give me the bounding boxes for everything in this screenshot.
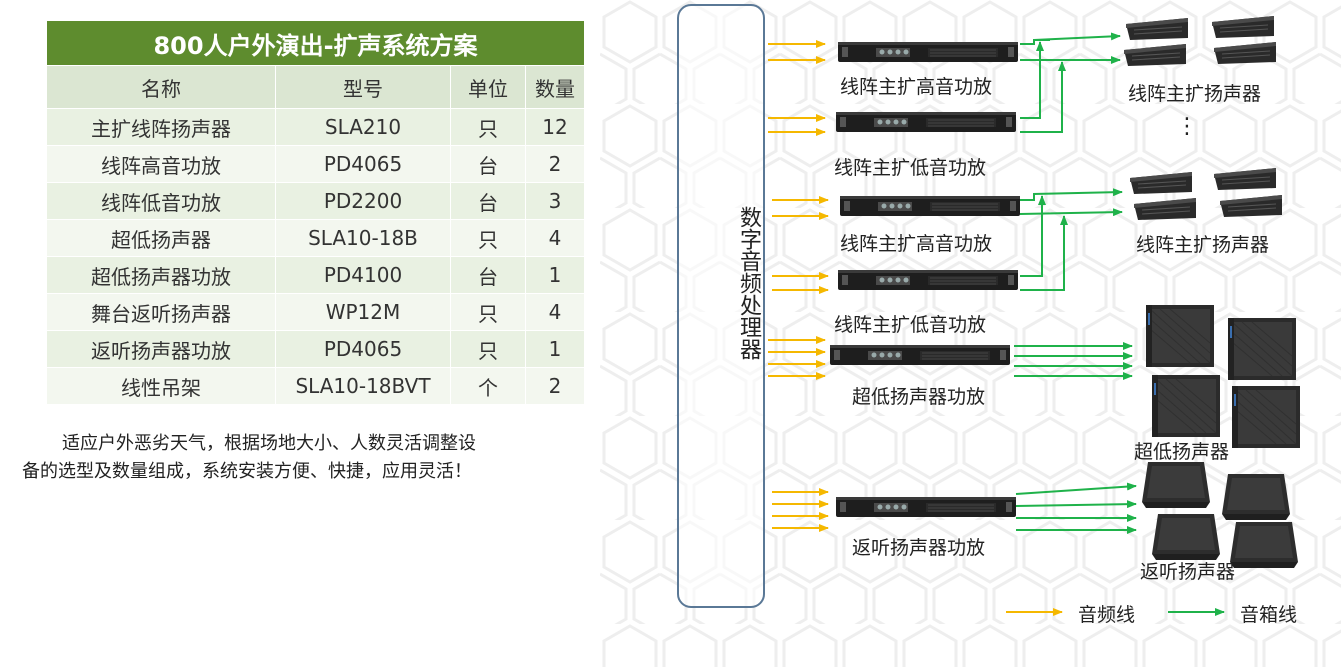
- table-title: 800人户外演出-扩声系统方案: [46, 20, 585, 66]
- cell-name: 线阵高音功放: [46, 145, 276, 183]
- cell-quantity: 1: [525, 330, 585, 368]
- description-line-1: 适应户外恶劣天气，根据场地大小、人数灵活调整设: [62, 433, 476, 454]
- subwoofer-speaker: [1231, 385, 1301, 449]
- cell-model: WP12M: [275, 293, 451, 331]
- cell-quantity: 1: [525, 256, 585, 294]
- amplifier-low-2: [837, 269, 1019, 291]
- ellipsis-more: ⋮: [1176, 114, 1198, 139]
- line-array-speaker: [1213, 41, 1277, 65]
- line-array-speaker: [1123, 43, 1187, 67]
- cell-model: SLA10-18BVT: [275, 367, 451, 405]
- dsp-label: 数字音频处理器: [736, 206, 761, 360]
- cell-quantity: 4: [525, 293, 585, 331]
- cell-quantity: 12: [525, 108, 585, 146]
- line-array-speaker: [1125, 17, 1189, 41]
- amplifier-sub: [829, 344, 1011, 366]
- label-amp-low-1: 线阵主扩低音功放: [834, 157, 987, 179]
- amplifier-monitor: [835, 496, 1017, 518]
- label-amp-sub: 超低扬声器功放: [852, 386, 986, 408]
- cell-model: PD4065: [275, 330, 451, 368]
- line-array-speaker: [1219, 194, 1283, 218]
- subwoofer-speaker: [1227, 317, 1297, 381]
- monitor-speaker: [1230, 522, 1298, 568]
- label-speaker-sub: 超低扬声器: [1134, 441, 1230, 463]
- label-speaker-monitor: 返听扬声器: [1140, 561, 1236, 583]
- subwoofer-speaker: [1151, 374, 1221, 438]
- cell-unit: 只: [450, 293, 526, 331]
- monitor-speaker: [1222, 474, 1290, 520]
- amplifier-low-1: [835, 111, 1017, 133]
- header-name: 名称: [46, 65, 276, 109]
- cell-model: SLA10-18B: [275, 219, 451, 257]
- cell-model: PD2200: [275, 182, 451, 220]
- amplifier-high-1: [837, 41, 1019, 63]
- subwoofer-speaker: [1145, 304, 1215, 368]
- cell-unit: 个: [450, 367, 526, 405]
- cell-unit: 台: [450, 256, 526, 294]
- cell-quantity: 3: [525, 182, 585, 220]
- header-quantity: 数量: [525, 65, 585, 109]
- monitor-speaker: [1152, 514, 1220, 560]
- line-array-speaker: [1133, 197, 1197, 221]
- cell-name: 主扩线阵扬声器: [46, 108, 276, 146]
- line-array-speaker: [1213, 167, 1277, 191]
- audio-lines: [768, 40, 829, 532]
- cell-unit: 只: [450, 108, 526, 146]
- header-model: 型号: [275, 65, 451, 109]
- amplifier-high-2: [839, 195, 1021, 217]
- line-array-speaker: [1211, 15, 1275, 39]
- line-array-speaker: [1129, 171, 1193, 195]
- cell-quantity: 2: [525, 367, 585, 405]
- label-amp-high-2: 线阵主扩高音功放: [840, 233, 993, 255]
- cell-name: 线性吊架: [46, 367, 276, 405]
- cell-quantity: 2: [525, 145, 585, 183]
- digital-audio-processor: 数字音频处理器: [677, 4, 765, 608]
- description-text: 适应户外恶劣天气，根据场地大小、人数灵活调整设 备的选型及数量组成，系统安装方便…: [22, 430, 592, 486]
- label-speaker-array-2: 线阵主扩扬声器: [1136, 234, 1270, 256]
- description-line-2: 备的选型及数量组成，系统安装方便、快捷，应用灵活！: [22, 461, 472, 482]
- cell-name: 超低扬声器功放: [46, 256, 276, 294]
- cell-name: 超低扬声器: [46, 219, 276, 257]
- cell-unit: 台: [450, 182, 526, 220]
- cell-unit: 只: [450, 219, 526, 257]
- legend-speaker-label: 音箱线: [1240, 604, 1298, 626]
- table-header-row: 名称 型号 单位 数量: [46, 65, 585, 109]
- label-speaker-array-1: 线阵主扩扬声器: [1128, 83, 1262, 105]
- label-amp-low-2: 线阵主扩低音功放: [834, 314, 987, 336]
- cell-name: 线阵低音功放: [46, 182, 276, 220]
- cell-model: SLA210: [275, 108, 451, 146]
- legend-audio-label: 音频线: [1078, 604, 1136, 626]
- label-amp-monitor: 返听扬声器功放: [852, 537, 986, 559]
- cell-name: 返听扬声器功放: [46, 330, 276, 368]
- monitor-speaker: [1142, 462, 1210, 508]
- label-amp-high-1: 线阵主扩高音功放: [840, 76, 993, 98]
- cell-quantity: 4: [525, 219, 585, 257]
- speaker-lines: [1014, 32, 1137, 534]
